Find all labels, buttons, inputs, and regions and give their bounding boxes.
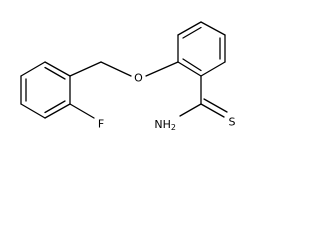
fluorine-atom-label: F <box>98 118 104 131</box>
benzene-ring-left <box>20 61 71 119</box>
carbon-fluorine-bond <box>69 103 95 119</box>
benzene-ring-right <box>177 21 226 77</box>
double-bond-inner <box>182 58 202 72</box>
bond <box>100 61 132 77</box>
carbon-nitrogen-bond <box>179 103 202 117</box>
bond <box>200 61 226 77</box>
chemical-structure: O F NH2 S <box>20 21 236 132</box>
sulfur-atom-label: S <box>229 116 236 129</box>
bond <box>145 61 179 77</box>
double-bond-inner <box>44 66 66 80</box>
bond <box>177 21 202 36</box>
bond <box>177 61 202 77</box>
bond <box>20 103 46 119</box>
bond <box>20 61 46 77</box>
carbon-sulfur-double-bond <box>203 98 228 113</box>
double-bond-inner <box>182 26 202 39</box>
carbon-sulfur-double-bond <box>200 103 225 118</box>
thioamide-group <box>179 75 228 118</box>
double-bond-inner <box>44 100 66 114</box>
methylene-ether-linker <box>69 61 179 77</box>
amine-subscript: 2 <box>171 123 176 132</box>
oxygen-atom-label: O <box>134 72 143 85</box>
bond <box>69 61 102 77</box>
bond <box>44 61 71 77</box>
bond <box>200 21 226 36</box>
amine-symbol: NH <box>154 118 171 131</box>
bond <box>44 103 71 119</box>
amine-atom-label: NH2 <box>154 118 176 132</box>
